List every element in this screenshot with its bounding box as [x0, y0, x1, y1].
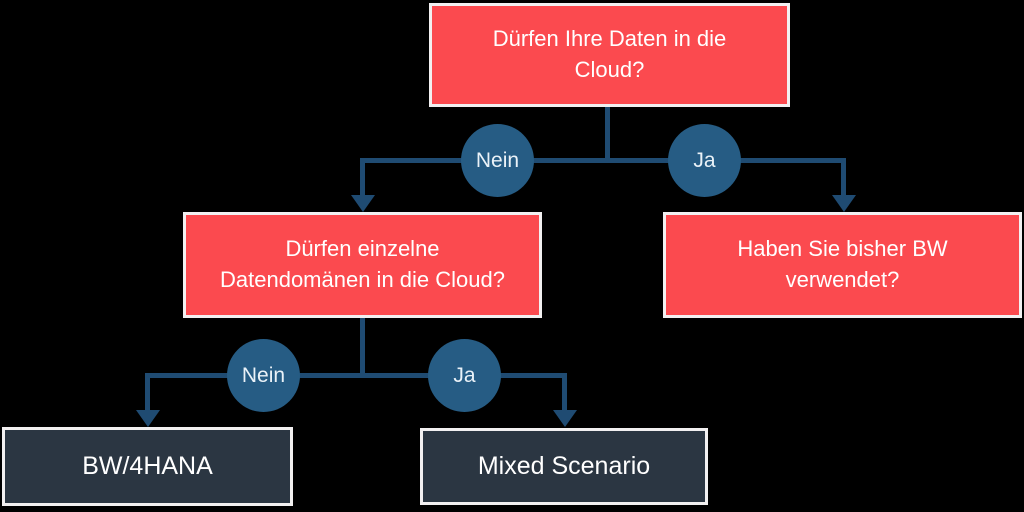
node-question-used-bw: Haben Sie bisher BW verwendet?	[663, 212, 1022, 318]
connector-q2-down	[360, 317, 365, 377]
arrowhead-to-mixed-scenario	[553, 410, 577, 427]
edge-label-text: Ja	[453, 363, 476, 387]
node-text-line: Dürfen einzelne	[285, 236, 440, 262]
arrowhead-to-q2	[351, 195, 375, 212]
connector-level1-horizontal	[360, 158, 846, 163]
connector-nein2-down	[145, 373, 150, 413]
edge-label-text: Nein	[475, 148, 520, 172]
node-text-line: Mixed Scenario	[477, 452, 651, 480]
connector-q1-down	[605, 106, 610, 162]
node-text-line: Haben Sie bisher BW	[737, 236, 948, 262]
arrowhead-to-q3	[832, 195, 856, 212]
edge-label-nein-level1: Nein	[461, 124, 534, 197]
connector-ja1-down	[841, 158, 846, 198]
connector-level2-horizontal	[145, 373, 567, 378]
node-text-line: verwendet?	[785, 267, 900, 292]
node-question-data-domains: Dürfen einzelne Datendomänen in die Clou…	[183, 212, 542, 318]
node-text-line: Dürfen Ihre Daten in die	[492, 26, 727, 52]
node-text-line: Datendomänen in die Cloud?	[220, 267, 505, 292]
arrowhead-to-bw4hana	[136, 410, 160, 427]
edge-label-ja-level2: Ja	[428, 339, 501, 412]
edge-label-ja-level1: Ja	[668, 124, 741, 197]
connector-ja2-down	[562, 373, 567, 413]
edge-label-text: Nein	[241, 363, 286, 387]
node-text-line: Cloud?	[574, 57, 645, 82]
node-result-bw4hana: BW/4HANA	[2, 427, 293, 506]
connector-nein1-down	[360, 158, 365, 198]
edge-label-text: Ja	[693, 148, 716, 172]
node-question-cloud-allowed: Dürfen Ihre Daten in die Cloud?	[429, 3, 790, 107]
node-text-line: BW/4HANA	[82, 452, 213, 480]
node-result-mixed-scenario: Mixed Scenario	[420, 428, 708, 505]
edge-label-nein-level2: Nein	[227, 339, 300, 412]
